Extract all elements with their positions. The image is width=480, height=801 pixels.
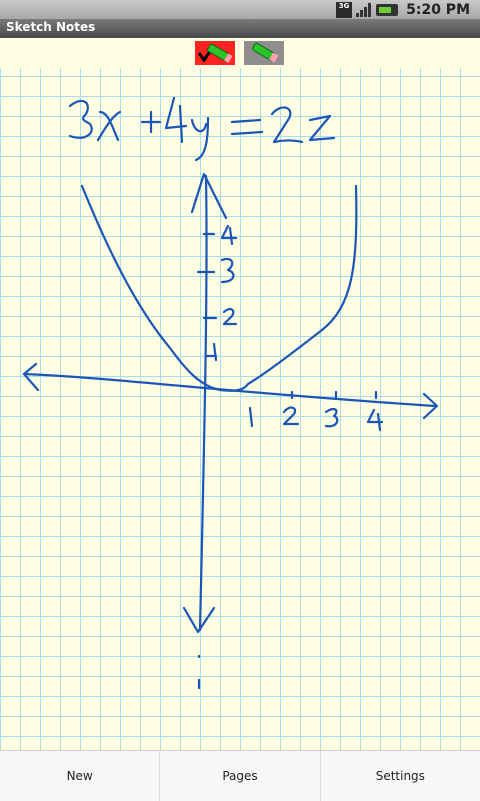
options-menu: New Pages Settings — [0, 750, 480, 801]
battery-icon — [376, 3, 399, 16]
toolbar — [0, 38, 480, 68]
pen-tool-button[interactable] — [195, 41, 235, 65]
status-time: 5:20 PM — [406, 1, 470, 18]
handwritten-sketch — [22, 96, 439, 690]
status-icons: 3G 5:20 PM — [336, 0, 480, 19]
signal-strength-icon — [355, 2, 372, 18]
new-button[interactable]: New — [0, 751, 161, 801]
settings-button[interactable]: Settings — [375, 769, 425, 783]
pages-button[interactable]: Pages — [160, 751, 321, 801]
drawing-canvas[interactable] — [0, 68, 480, 750]
pen-check-icon — [197, 43, 233, 63]
app-title: Sketch Notes — [6, 20, 96, 34]
title-bar: Sketch Notes — [0, 19, 480, 38]
eraser-tool-button[interactable] — [244, 41, 284, 65]
network-3g-icon: 3G — [336, 1, 353, 18]
eraser-icon — [252, 42, 279, 63]
status-bar: 3G 5:20 PM — [0, 0, 480, 19]
